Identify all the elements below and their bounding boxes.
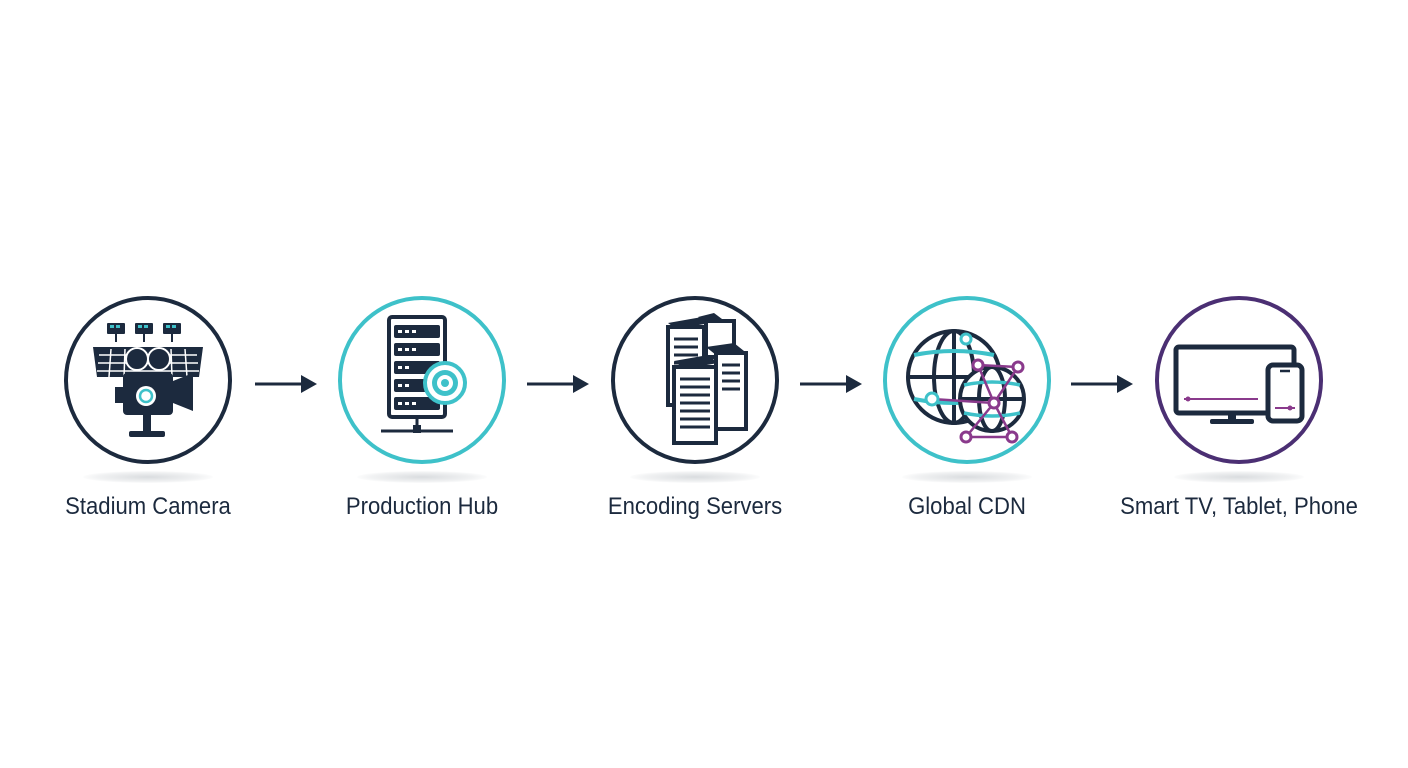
globe-network-icon	[883, 296, 1051, 464]
stage-label: Stadium Camera	[65, 493, 231, 520]
stage-shadow	[357, 471, 487, 483]
stage-global-cdn: Global CDN	[882, 295, 1052, 535]
arrow-right-icon	[255, 375, 317, 393]
stage-label: Smart TV, Tablet, Phone	[1120, 493, 1358, 520]
server-rack-signal-icon	[338, 296, 506, 464]
stage-encoding-servers: Encoding Servers	[608, 295, 782, 535]
stage-shadow	[902, 471, 1032, 483]
devices-icon	[1155, 296, 1323, 464]
stage-stadium-camera: Stadium Camera	[63, 295, 233, 535]
arrow-right-icon	[527, 375, 589, 393]
stage-production-hub: Production Hub	[337, 295, 507, 535]
arrow-right-icon	[800, 375, 862, 393]
stage-label: Production Hub	[345, 493, 499, 520]
arrow-right-icon	[1071, 375, 1133, 393]
stadium-camera-icon	[64, 296, 232, 464]
server-cluster-icon	[611, 296, 779, 464]
stage-label: Global CDN	[908, 493, 1026, 520]
stage-devices: Smart TV, Tablet, Phone	[1120, 295, 1358, 535]
stage-label: Encoding Servers	[607, 493, 783, 520]
stage-shadow	[83, 471, 213, 483]
stage-shadow	[630, 471, 760, 483]
stage-shadow	[1174, 471, 1304, 483]
